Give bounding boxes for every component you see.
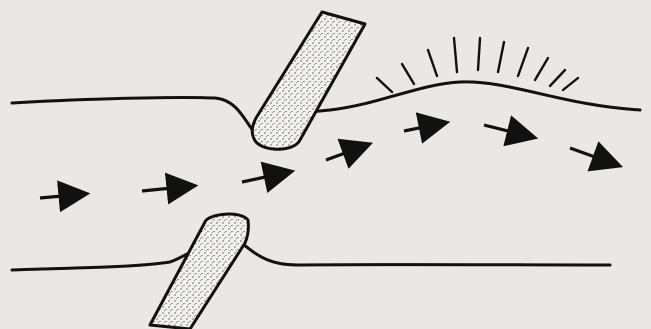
bulge-ray	[402, 64, 414, 84]
flow-arrow	[326, 145, 367, 160]
bulge-ray	[454, 38, 457, 72]
bulge-ray	[428, 50, 437, 76]
flow-arrow	[404, 123, 444, 131]
bulge-ray	[377, 78, 392, 92]
bulge-ray	[550, 70, 565, 86]
flow-arrows	[40, 123, 617, 198]
bulge-ray	[478, 38, 480, 70]
bulge-ray	[563, 78, 578, 90]
upper-probe	[252, 12, 365, 149]
bulge-rays	[377, 38, 578, 92]
flow-arrow	[570, 148, 617, 165]
flow-arrow	[40, 194, 84, 198]
flow-arrow	[242, 172, 289, 182]
vessel-lower-wall	[12, 236, 610, 270]
flow-arrow	[484, 125, 532, 137]
flow-arrow	[142, 186, 192, 191]
bulge-ray	[535, 58, 548, 80]
bulge-ray	[498, 42, 504, 72]
lower-probe	[150, 214, 248, 329]
bulge-ray	[518, 48, 528, 76]
